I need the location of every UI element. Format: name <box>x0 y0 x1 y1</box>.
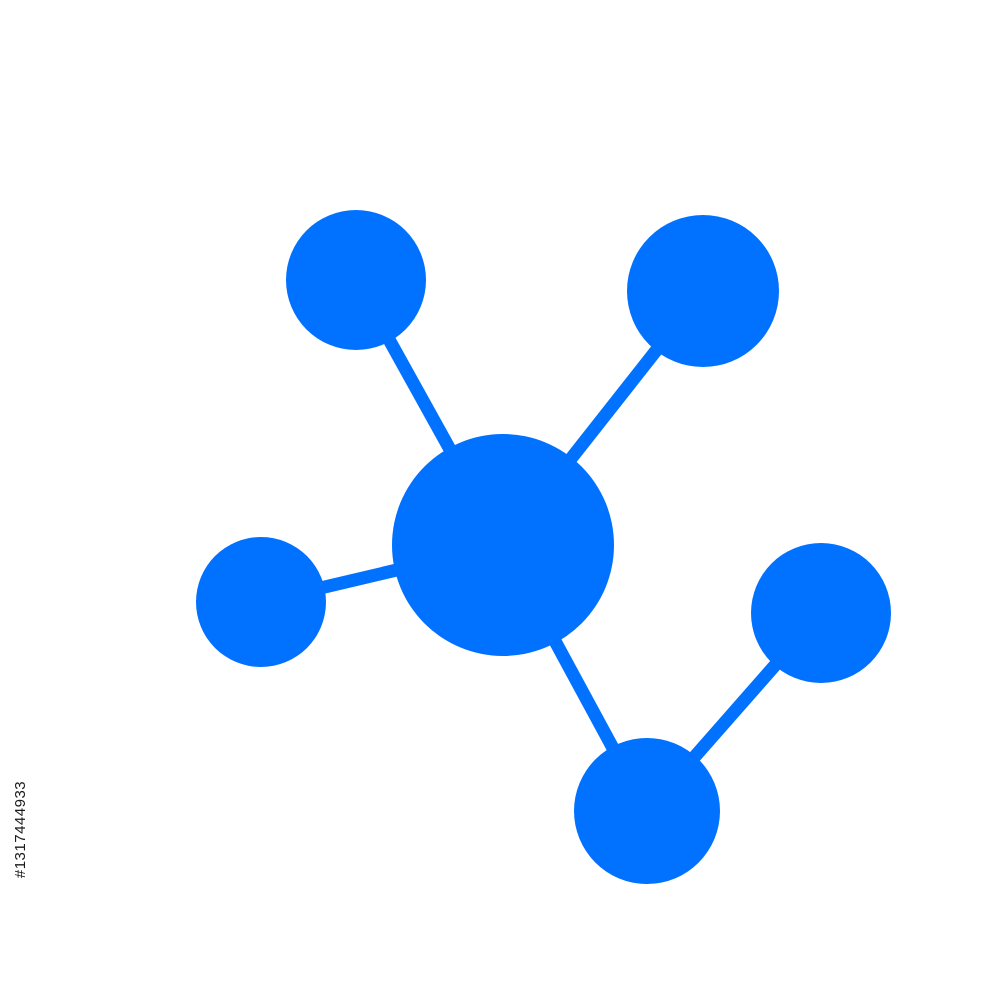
left-atom <box>196 537 326 667</box>
top-left-atom <box>286 210 426 350</box>
center-atom <box>392 434 614 656</box>
top-right-atom <box>627 215 779 367</box>
bottom-atom <box>574 738 720 884</box>
stock-id-label: #1317444933 <box>4 754 38 904</box>
stock-id-text: #1317444933 <box>12 780 30 878</box>
molecule-atoms <box>196 210 891 884</box>
right-atom <box>751 543 891 683</box>
